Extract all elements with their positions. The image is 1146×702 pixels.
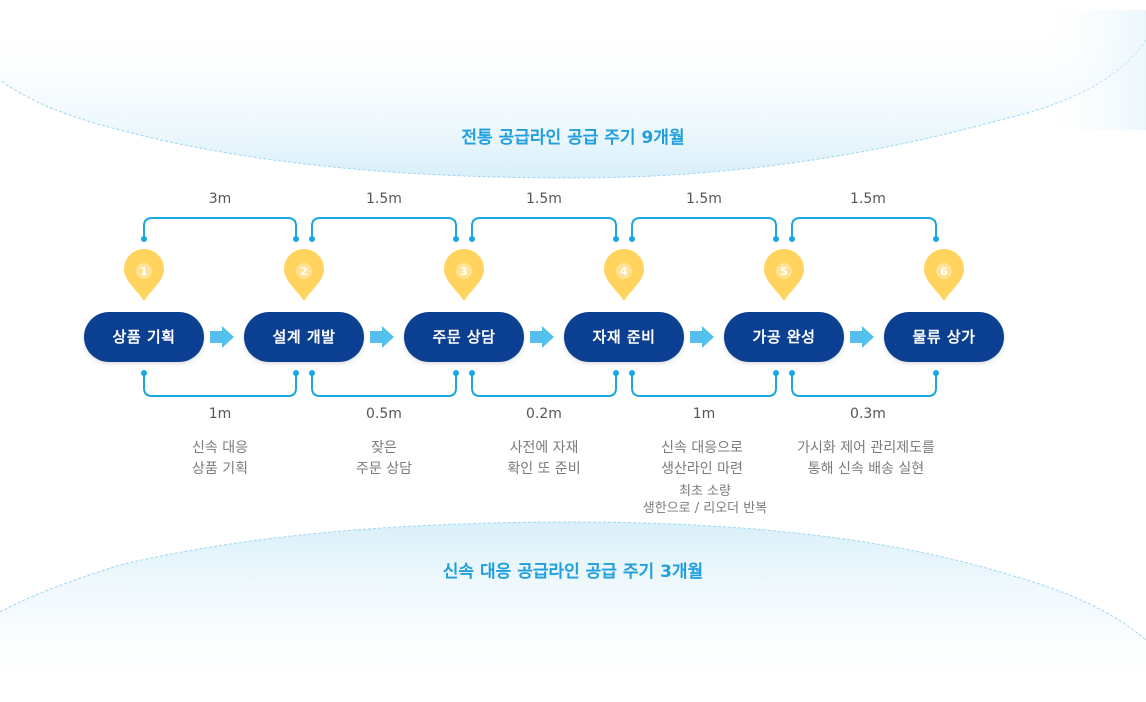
top-arc [0, 20, 1146, 178]
rapid-note: 신속 대응 상품 기획 [192, 440, 248, 477]
step-order-consultation: 주문 상담 [404, 312, 524, 362]
connector-dot [629, 370, 635, 376]
rapid-duration: 0.5m [366, 406, 402, 422]
connector-dot [773, 236, 779, 242]
step-design-development: 설계 개발 [244, 312, 364, 362]
connector-dot [309, 236, 315, 242]
pin-number: 5 [780, 265, 788, 278]
bottom-arc [0, 522, 1146, 702]
top-connector [471, 217, 617, 238]
pin-badge [296, 263, 312, 279]
connector-dot [141, 370, 147, 376]
connector-dot [613, 370, 619, 376]
connector-dot [789, 236, 795, 242]
location-pin-icon [764, 249, 804, 301]
location-pin-icon [924, 249, 964, 301]
location-pin-icon [444, 249, 484, 301]
location-pin-icon [284, 249, 324, 301]
step-product-planning: 상품 기획 [84, 312, 204, 362]
bottom-connector [143, 374, 297, 397]
arrow-right-icon [370, 326, 394, 348]
bottom-connector [311, 374, 457, 397]
top-connector [311, 217, 457, 238]
rapid-duration: 0.2m [526, 406, 562, 422]
pin-badge [616, 263, 632, 279]
rapid-note: 가시화 제어 관리제도를 통해 신속 배송 실현 [797, 440, 935, 477]
connector-dot [933, 370, 939, 376]
step-material-preparation: 자재 준비 [564, 312, 684, 362]
connector-dot [293, 370, 299, 376]
pin-number: 1 [140, 265, 148, 278]
pin-badge [936, 263, 952, 279]
connector-dot [469, 236, 475, 242]
connector-dot [629, 236, 635, 242]
pin-badge [776, 263, 792, 279]
traditional-duration: 1.5m [850, 191, 886, 207]
connector-dot [933, 236, 939, 242]
location-pin-icon [123, 248, 165, 301]
rapid-duration: 1m [208, 406, 232, 422]
connector-dot [613, 236, 619, 242]
rapid-duration: 0.3m [850, 406, 886, 422]
pin-number: 6 [940, 265, 948, 278]
step-processing-completion: 가공 완성 [724, 312, 844, 362]
rapid-duration: 1m [692, 406, 716, 422]
bottom-connector [791, 374, 937, 397]
traditional-duration: 1.5m [366, 191, 402, 207]
connector-dot [453, 370, 459, 376]
pin-number: 4 [620, 265, 628, 278]
traditional-cycle-title: 전통 공급라인 공급 주기 9개월 [461, 128, 685, 148]
connector-dot [789, 370, 795, 376]
rapid-subnote: 최초 소량 생한으로 / 리오더 반복 [642, 484, 768, 516]
rapid-note: 잦은 주문 상담 [356, 440, 412, 477]
traditional-duration: 1.5m [686, 191, 722, 207]
arrow-right-icon [690, 326, 714, 348]
rapid-cycle-title: 신속 대응 공급라인 공급 주기 3개월 [442, 562, 704, 582]
top-connector [631, 217, 777, 238]
connector-dot [309, 370, 315, 376]
step-logistics-store: 물류 상가 [884, 312, 1004, 362]
rapid-note: 신속 대응으로 생산라인 마련 [661, 440, 743, 477]
arrow-right-icon [850, 326, 874, 348]
location-pin-icon [604, 249, 644, 301]
top-connector [143, 217, 297, 238]
arrow-right-icon [530, 326, 554, 348]
pin-badge [456, 263, 472, 279]
bottom-connector [471, 374, 617, 397]
traditional-duration: 3m [208, 191, 232, 207]
bottom-connector [631, 374, 777, 397]
pin-number: 2 [300, 265, 308, 278]
connector-dot [469, 370, 475, 376]
connector-dot [293, 236, 299, 242]
top-connector [791, 217, 937, 238]
connector-dot [141, 236, 147, 242]
connector-dot [453, 236, 459, 242]
arrow-right-icon [210, 326, 234, 348]
bottom-arc-edge [0, 521, 1146, 641]
pin-number: 3 [460, 265, 468, 278]
rapid-note: 사전에 자재 확인 또 준비 [507, 440, 581, 477]
traditional-duration: 1.5m [526, 191, 562, 207]
connector-dot [773, 370, 779, 376]
pin-badge [136, 263, 152, 279]
